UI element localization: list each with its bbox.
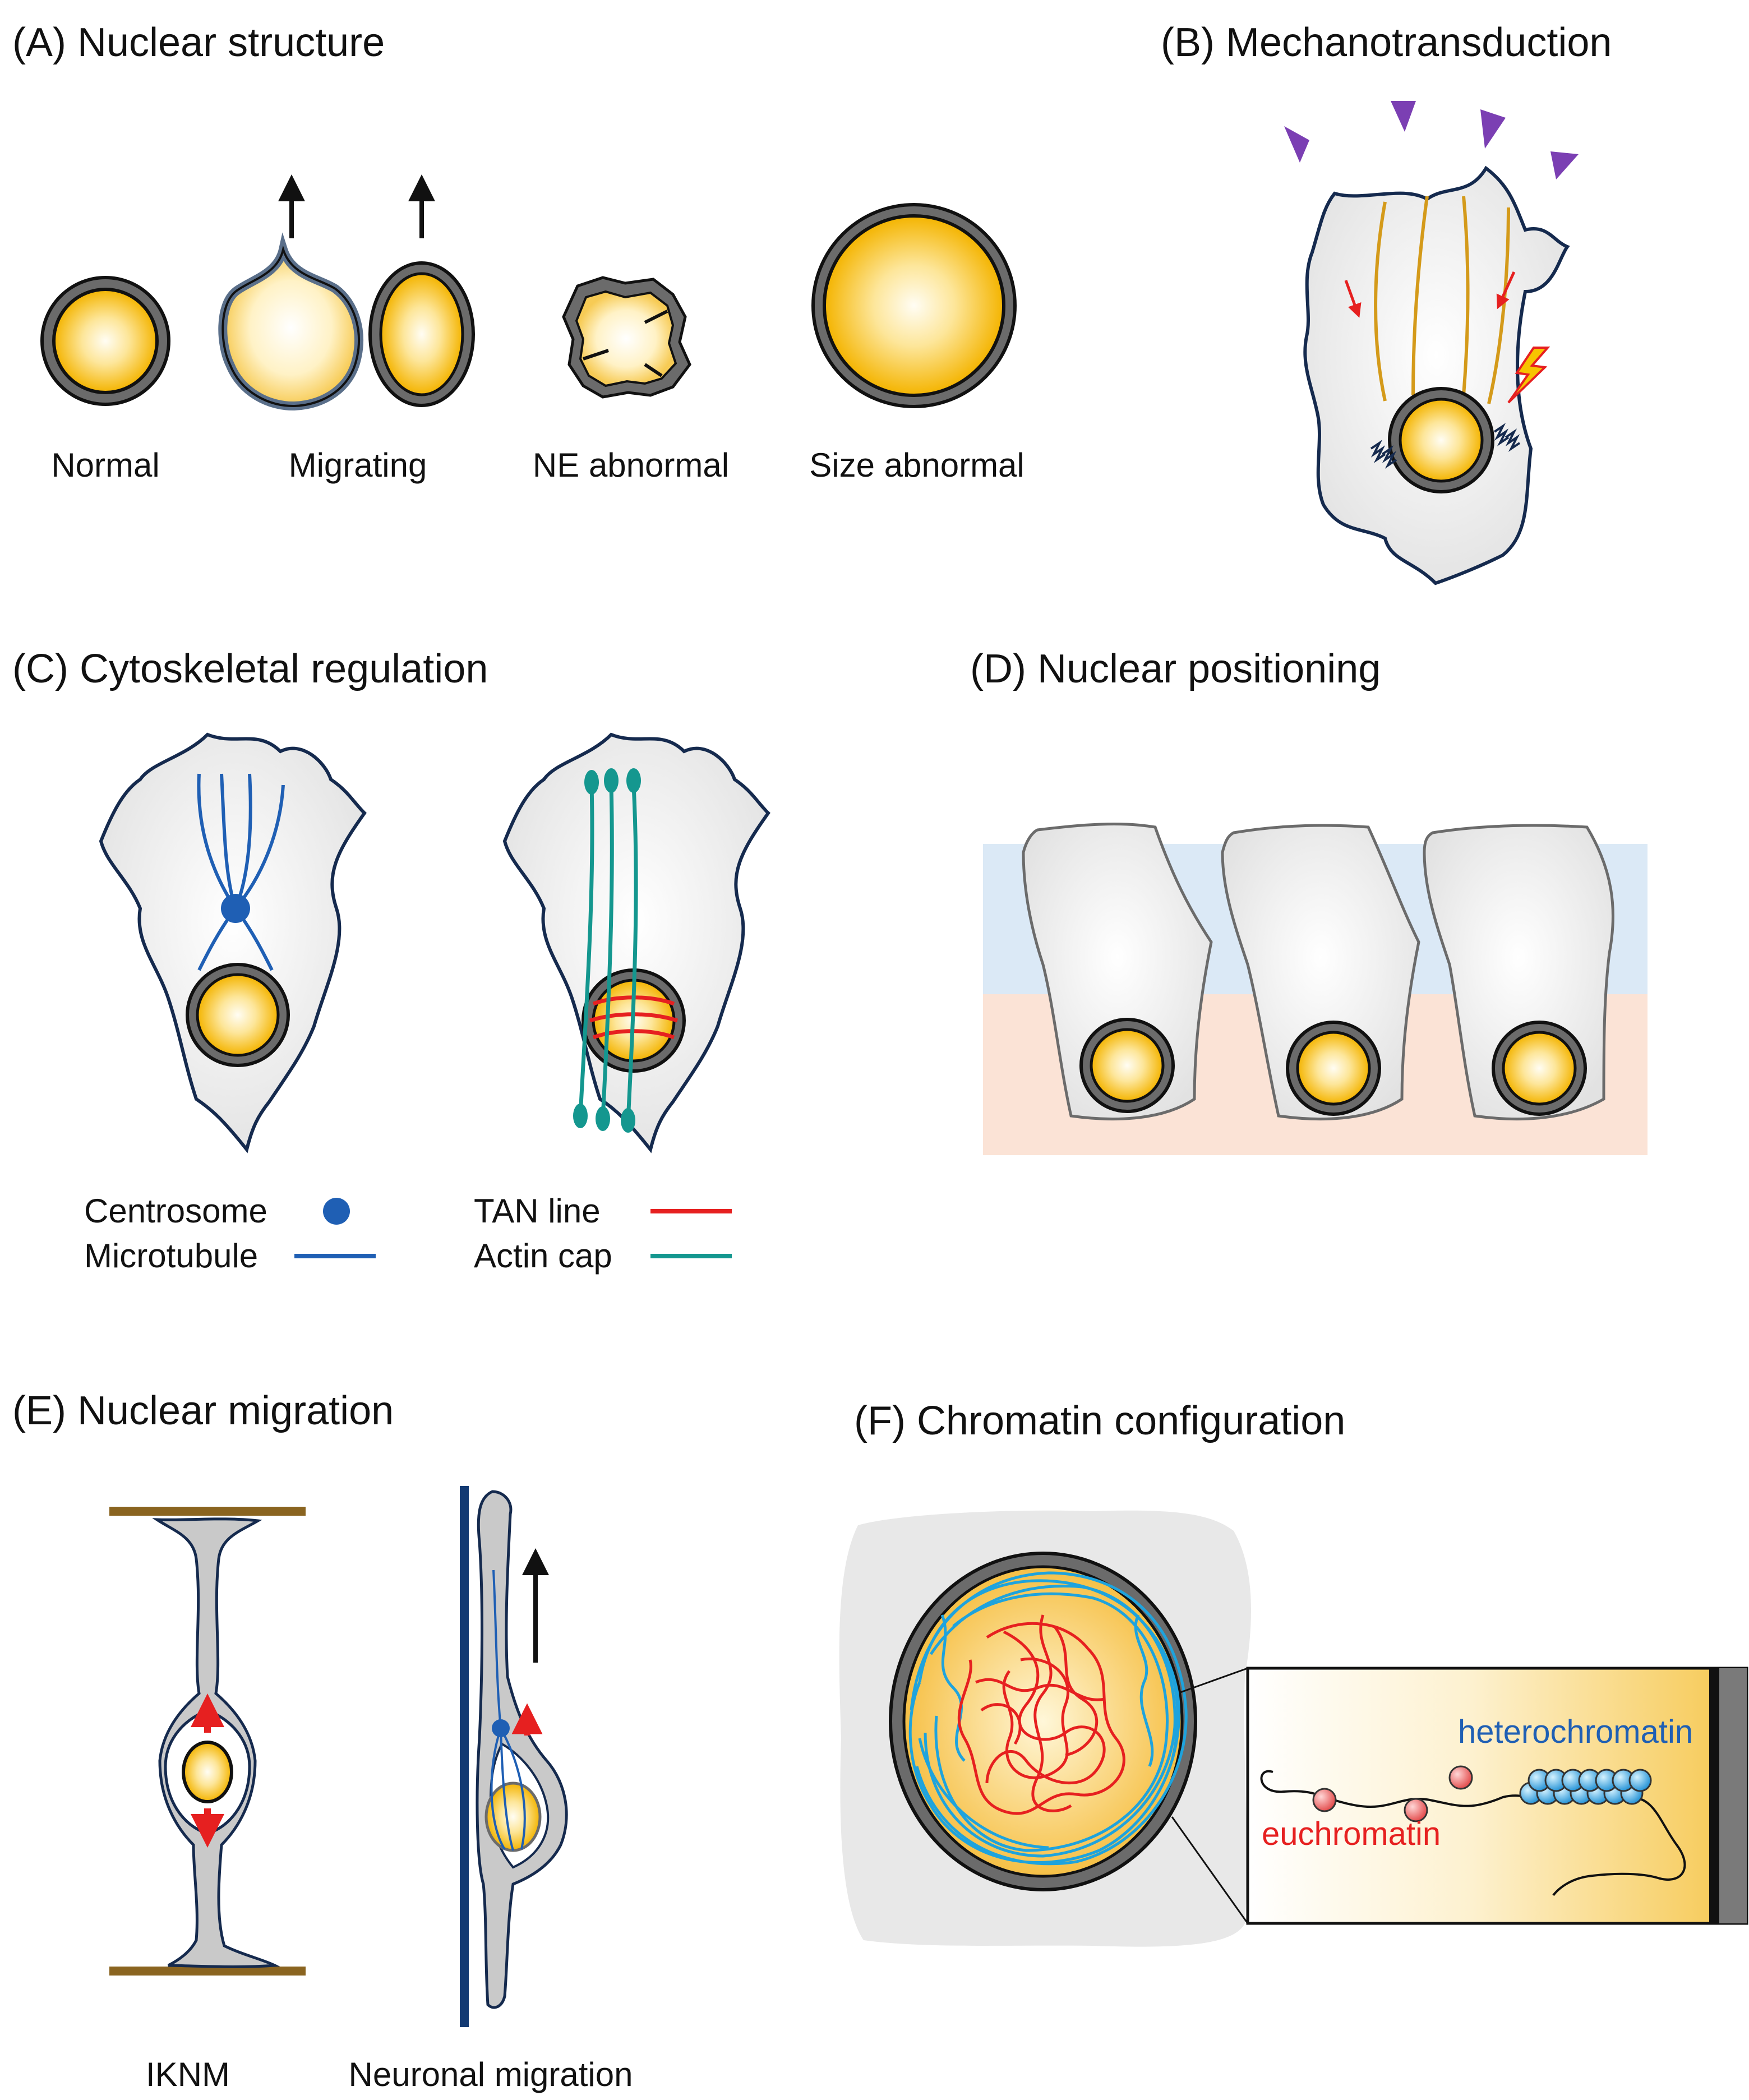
cell-body	[1303, 165, 1570, 585]
squiggle-signals	[1370, 423, 1521, 469]
chromatin-nucleus	[889, 1552, 1197, 1891]
label-size-abnormal: Size abnormal	[809, 446, 1025, 484]
nucleus-size-abnormal	[811, 203, 1017, 408]
heterochromatin-nucleosomes	[1519, 1769, 1652, 1805]
panel-b: (B) Mechanotransduction	[1161, 20, 1612, 585]
zoom-line-top	[1180, 1667, 1248, 1693]
nucleus-ne-abnormal	[562, 276, 691, 399]
panel-a: (A) Nuclear structure Normal Migrating N…	[12, 20, 1025, 484]
nucleus-migrating-bleb	[218, 174, 363, 411]
actin-cap-fibers	[578, 784, 638, 1122]
centrosome	[492, 1719, 510, 1737]
heterochromatin-label: heterochromatin	[1458, 1714, 1693, 1750]
actin-cap-ends	[573, 768, 641, 1133]
force-arrowheads	[1284, 101, 1579, 179]
label-migrating: Migrating	[289, 446, 427, 484]
label-normal: Normal	[51, 446, 159, 484]
panel-f: (F) Chromatin configuration	[839, 1399, 1748, 1947]
zoom-line-bottom	[1171, 1816, 1249, 1924]
euchromatin-tangle	[957, 1614, 1125, 1815]
nucleus-c-left	[186, 963, 290, 1067]
panel-b-title: (B) Mechanotransduction	[1161, 20, 1612, 65]
epithelial-cell-3	[1423, 824, 1614, 1121]
euchromatin-nucleosomes	[1312, 1765, 1473, 1822]
iknm-nucleus	[182, 1741, 233, 1803]
cell-microtubule	[99, 732, 367, 1153]
lightning-icon	[1507, 347, 1550, 404]
panel-a-title: (A) Nuclear structure	[12, 20, 385, 65]
panel-f-title: (F) Chromatin configuration	[854, 1399, 1345, 1443]
heterochromatin-tangle	[908, 1571, 1188, 1866]
panel-c: (C) Cytoskeletal regulation	[12, 647, 770, 1275]
neuron-cell	[476, 1490, 568, 2009]
label-neuronal-migration: Neuronal migration	[349, 2056, 633, 2093]
legend-centrosome-label: Centrosome	[84, 1192, 267, 1230]
nucleus-migrating-ellipse	[368, 174, 475, 407]
epithelial-cell-1	[1022, 823, 1213, 1121]
nucleus-b	[1388, 387, 1494, 493]
euchromatin-label: euchromatin	[1262, 1816, 1441, 1852]
nucleus-normal	[40, 276, 170, 406]
stress-fibers	[1374, 196, 1510, 404]
panel-c-title: (C) Cytoskeletal regulation	[12, 647, 488, 691]
legend-tan-line-label: TAN line	[474, 1192, 601, 1230]
panel-d: (D) Nuclear positioning	[970, 647, 1648, 1155]
tension-arrows	[1344, 271, 1516, 318]
legend-centrosome-swatch	[323, 1198, 350, 1225]
epithelial-cell-2	[1221, 824, 1420, 1121]
legend-actin-cap-label: Actin cap	[474, 1237, 612, 1275]
chromatin-zoom-box	[1246, 1667, 1748, 1925]
neuron-nucleus	[484, 1570, 542, 1852]
panel-d-title: (D) Nuclear positioning	[970, 647, 1381, 691]
label-ne-abnormal: NE abnormal	[533, 446, 729, 484]
centrosome	[221, 894, 250, 923]
label-iknm: IKNM	[146, 2056, 230, 2093]
panel-e-title: (E) Nuclear migration	[12, 1388, 394, 1433]
panel-e: (E) Nuclear migration IKNM Neuronal migr…	[12, 1388, 633, 2093]
legend-microtubule-label: Microtubule	[84, 1237, 258, 1275]
